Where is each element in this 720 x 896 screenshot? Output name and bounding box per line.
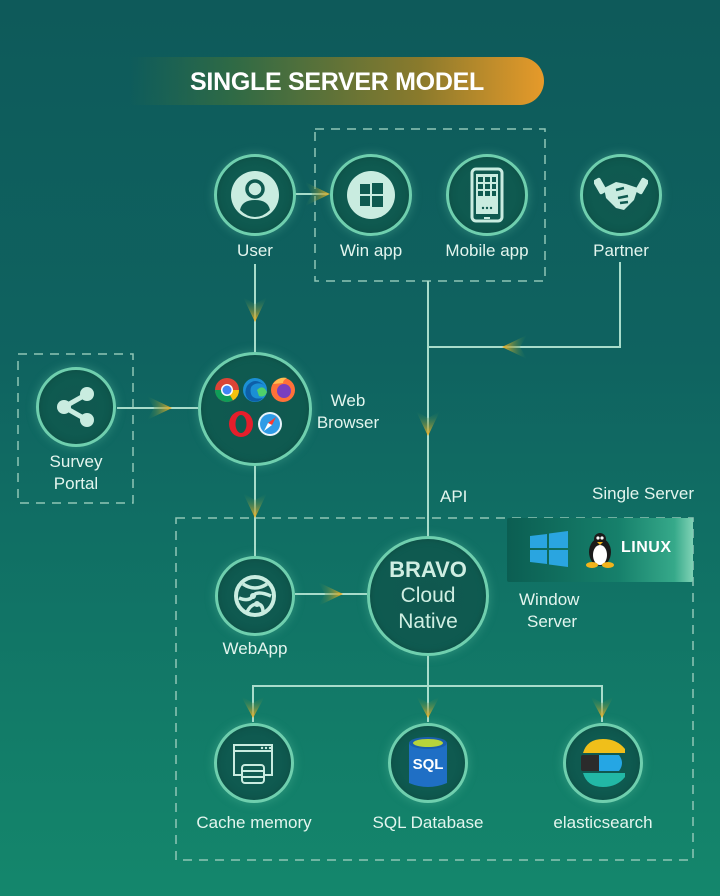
connector-partner-api <box>428 262 621 348</box>
cache-memory-label: Cache memory <box>196 813 312 832</box>
win-app-node[interactable] <box>330 154 412 236</box>
partner-label: Partner <box>593 241 649 260</box>
sql-database-label: SQL Database <box>372 813 484 832</box>
single-server-group <box>175 517 694 861</box>
cache-memory-node[interactable] <box>214 723 294 803</box>
web-browser-node[interactable] <box>198 352 312 466</box>
mobile-app-node[interactable] <box>446 154 528 236</box>
chrome-icon <box>215 378 239 403</box>
cache-server-icon <box>233 744 273 784</box>
elasticsearch-icon <box>581 739 625 787</box>
web-browser-label-line2: Browser <box>316 413 380 432</box>
arrow-to-cache <box>241 696 265 718</box>
sql-database-icon: SQL <box>409 737 447 787</box>
single-server-label: Single Server <box>592 484 695 503</box>
opera-icon <box>229 411 253 437</box>
webapp-label: WebApp <box>222 639 288 658</box>
windows-server-icon <box>530 531 568 567</box>
linux-tux-icon <box>586 533 614 568</box>
safari-icon <box>258 412 282 436</box>
arrow-user-winapp <box>305 182 330 206</box>
arrow-browser-webapp <box>243 493 267 518</box>
firefox-icon <box>271 377 295 402</box>
survey-portal-label-line1: Survey <box>49 452 103 471</box>
window-server-label-line2: Server <box>527 612 578 631</box>
sql-icon-text: SQL <box>413 756 444 773</box>
webapp-node[interactable] <box>215 556 295 636</box>
bravo-subtitle-line1: Cloud <box>400 584 456 607</box>
survey-portal-group <box>17 353 134 504</box>
user-label: User <box>237 241 273 260</box>
handshake-icon <box>594 177 648 210</box>
web-browser-label-line1: Web <box>330 391 366 410</box>
arrow-partner-trunk <box>502 335 527 359</box>
arrow-trunk-api <box>416 411 440 436</box>
share-icon <box>57 387 94 427</box>
edge-icon <box>243 378 267 402</box>
arrow-user-browser <box>243 297 267 322</box>
globe-network-icon <box>234 575 276 617</box>
bravo-title: BRAVO <box>389 557 467 582</box>
win-app-label: Win app <box>339 241 403 260</box>
arrow-survey-browser <box>147 396 172 420</box>
bravo-cloud-native-node[interactable]: BRAVO Cloud Native <box>367 536 489 656</box>
diagram-title: SINGLE SERVER MODEL <box>190 68 484 96</box>
user-icon <box>231 171 279 219</box>
bravo-subtitle-line2: Native <box>398 610 458 633</box>
sql-database-node[interactable]: SQL <box>388 723 468 803</box>
elasticsearch-label: elasticsearch <box>553 813 653 832</box>
arrow-to-sql <box>416 696 440 718</box>
window-server-label-line1: Window <box>519 590 580 609</box>
arrow-webapp-bravo <box>318 582 343 606</box>
mobile-app-label: Mobile app <box>445 241 529 260</box>
title-banner <box>130 57 544 105</box>
user-node[interactable] <box>214 154 296 236</box>
arrow-to-elastic <box>590 696 614 718</box>
elasticsearch-node[interactable] <box>563 723 643 803</box>
partner-node[interactable] <box>580 154 662 236</box>
browsers-icon <box>215 377 295 437</box>
survey-portal-node[interactable] <box>36 367 116 447</box>
client-apps-group <box>314 128 546 282</box>
api-label: API <box>440 487 468 506</box>
survey-portal-label-line2: Portal <box>53 474 99 493</box>
windows-icon <box>347 171 395 219</box>
mobile-icon <box>470 167 504 223</box>
linux-logo-text: LINUX <box>621 539 672 556</box>
